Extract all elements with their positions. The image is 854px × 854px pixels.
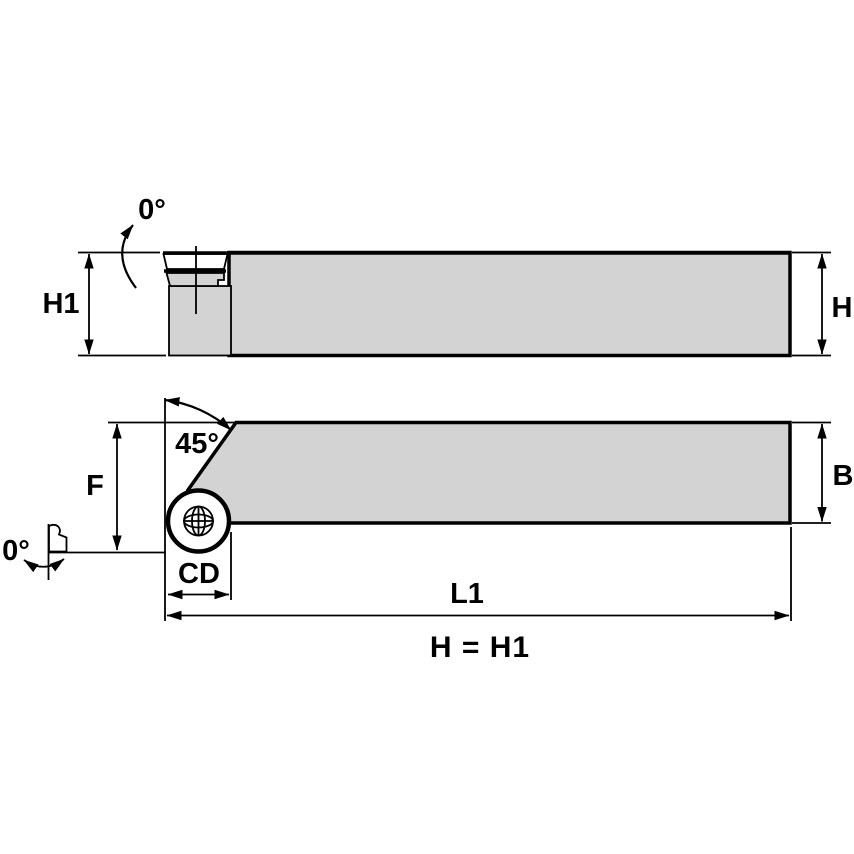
dimension-l1: L1 bbox=[166, 527, 792, 621]
label-f: F bbox=[86, 470, 104, 502]
insert-screw-icon bbox=[183, 505, 214, 537]
label-corner-angle: 45° bbox=[175, 428, 219, 460]
label-b: B bbox=[833, 460, 854, 492]
insert-profile-icon bbox=[48, 524, 68, 553]
dimension-h: H bbox=[792, 251, 853, 357]
label-cd: CD bbox=[178, 558, 220, 590]
note-h-equals-h1: H = H1 bbox=[430, 631, 530, 664]
corner-angle-arc bbox=[164, 397, 232, 431]
dimension-cd: CD bbox=[167, 532, 232, 600]
lead-angle-arc bbox=[23, 558, 65, 573]
label-lead-angle: 0° bbox=[2, 535, 30, 567]
label-h: H bbox=[832, 292, 853, 324]
corner-angle-indicator: 45° bbox=[164, 397, 232, 460]
label-rake-angle: 0° bbox=[138, 194, 166, 226]
label-l1: L1 bbox=[450, 578, 484, 610]
screw-cross-lines bbox=[184, 506, 213, 536]
rake-angle-indicator: 0° bbox=[120, 194, 166, 289]
rake-angle-arc bbox=[120, 224, 137, 289]
dimension-f: F bbox=[86, 423, 122, 551]
label-h1: H1 bbox=[42, 288, 79, 320]
top-view-shank-body bbox=[227, 250, 792, 358]
top-view-head-block bbox=[168, 285, 232, 357]
bottom-view-shank-body bbox=[185, 420, 792, 525]
top-view: H1 0° H bbox=[42, 194, 853, 358]
dimension-b: B bbox=[792, 421, 854, 524]
lead-angle-indicator: 0° bbox=[2, 524, 166, 580]
dimension-h1: H1 bbox=[42, 251, 166, 357]
bottom-view: 45° F 0° CD B bbox=[2, 397, 854, 621]
